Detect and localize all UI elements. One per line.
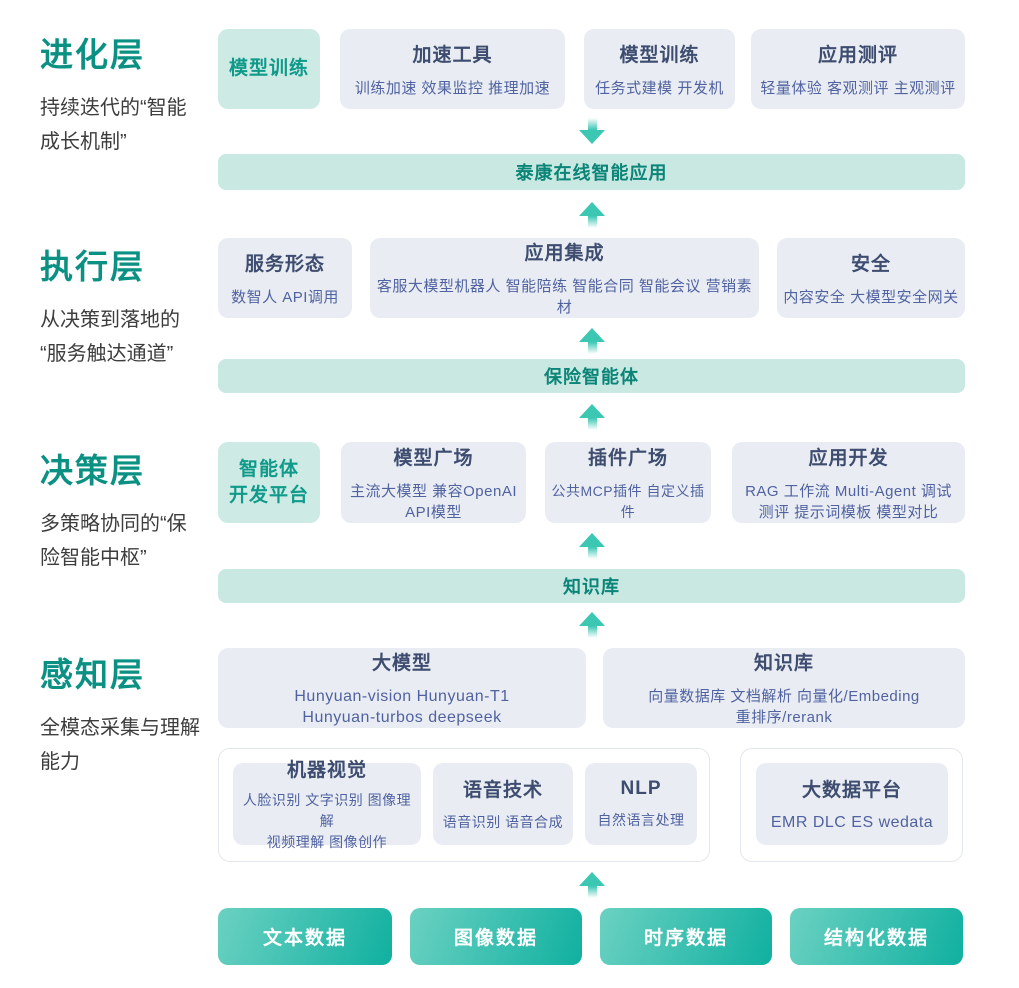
box-sub: 主流大模型 兼容OpenAI API模型 — [349, 482, 518, 521]
box-title: 应用集成 — [524, 243, 605, 264]
box-title: 模型广场 — [393, 447, 474, 469]
box-accel-tools: 加速工具 训练加速 效果监控 推理加速 — [340, 29, 565, 109]
layer-label-execution: 执行层 从决策到落地的 “服务触达通道” — [40, 240, 226, 371]
layer-label-decision: 决策层 多策略协同的“保 险智能中枢” — [40, 444, 226, 575]
box-title: NLP — [620, 777, 662, 799]
box-sub: EMR DLC ES wedata — [770, 814, 934, 831]
button-structured-data: 结构化数据 — [790, 908, 963, 965]
box-app-development: 应用开发 RAG 工作流 Multi-Agent 调试 测评 提示词模板 模型对… — [732, 442, 965, 523]
box-title: 知识库 — [753, 653, 814, 674]
layer-title: 感知层 — [40, 656, 145, 693]
box-title: 大模型 — [371, 653, 432, 674]
box-sub: 训练加速 效果监控 推理加速 — [354, 79, 551, 97]
box-sub: 语音识别 语音合成 — [442, 814, 564, 830]
box-model-training: 模型训练 任务式建模 开发机 — [584, 29, 735, 109]
flow-arrow-up — [579, 612, 605, 638]
banner-insurance-agent: 保险智能体 — [218, 359, 965, 393]
flow-arrow-up — [579, 533, 605, 559]
box-nlp: NLP 自然语言处理 — [585, 763, 697, 845]
box-title: 安全 — [850, 253, 891, 275]
box-title: 加速工具 — [412, 44, 493, 66]
box-title: 大数据平台 — [801, 780, 902, 801]
box-title: 应用开发 — [808, 447, 889, 469]
box-large-models: 大模型 Hunyuan-vision Hunyuan-T1 Hunyuan-tu… — [218, 648, 586, 728]
box-sub: RAG 工作流 Multi-Agent 调试 测评 提示词模板 模型对比 — [745, 482, 952, 521]
box-app-integration: 应用集成 客服大模型机器人 智能陪练 智能合同 智能会议 营销素材 — [370, 238, 759, 318]
box-title: 插件广场 — [587, 447, 668, 469]
layer-subtitle: 持续迭代的“智能 成长机制” — [40, 97, 187, 153]
box-model-training-feature: 模型训练 — [218, 29, 320, 109]
box-sub: 内容安全 大模型安全网关 — [783, 288, 959, 306]
flow-arrow-up — [579, 328, 605, 354]
box-agent-dev-platform: 智能体 开发平台 — [218, 442, 320, 523]
box-title: 机器视觉 — [286, 760, 367, 781]
box-sub: Hunyuan-vision Hunyuan-T1 Hunyuan-turbos… — [294, 688, 510, 726]
flow-arrow-up — [579, 404, 605, 430]
button-text-data: 文本数据 — [218, 908, 392, 965]
button-timeseries-data: 时序数据 — [600, 908, 772, 965]
box-machine-vision: 机器视觉 人脸识别 文字识别 图像理解 视频理解 图像创作 — [233, 760, 421, 850]
layer-subtitle: 多策略协同的“保 险智能中枢” — [40, 513, 187, 569]
layer-title: 决策层 — [40, 452, 145, 489]
box-sub: 轻量体验 客观测评 主观测评 — [760, 79, 956, 97]
box-title: 应用测评 — [817, 44, 898, 66]
flow-arrow-down — [579, 118, 605, 144]
flow-arrow-up — [579, 202, 605, 228]
box-model-plaza: 模型广场 主流大模型 兼容OpenAI API模型 — [341, 442, 526, 523]
box-sub: 客服大模型机器人 智能陪练 智能合同 智能会议 营销素材 — [376, 278, 753, 316]
layer-label-perception: 感知层 全模态采集与理解 能力 — [40, 648, 226, 779]
layer-subtitle: 全模态采集与理解 能力 — [40, 717, 200, 773]
banner-app: 泰康在线智能应用 — [218, 154, 965, 190]
layer-subtitle: 从决策到落地的 “服务触达通道” — [40, 309, 180, 365]
layer-title: 进化层 — [40, 36, 145, 73]
box-sub: 任务式建模 开发机 — [595, 79, 724, 97]
box-bigdata-platform: 大数据平台 EMR DLC ES wedata — [756, 763, 948, 845]
box-sub: 自然语言处理 — [597, 811, 685, 828]
flow-arrow-up — [579, 872, 605, 898]
box-title: 语音技术 — [462, 780, 543, 801]
box-security: 安全 内容安全 大模型安全网关 — [777, 238, 965, 318]
box-knowledge-base: 知识库 向量数据库 文档解析 向量化/Embeding 重排序/rerank — [603, 648, 965, 728]
button-image-data: 图像数据 — [410, 908, 582, 965]
banner-knowledge-base: 知识库 — [218, 569, 965, 603]
layer-title: 执行层 — [40, 248, 145, 285]
box-title: 服务形态 — [244, 253, 325, 275]
box-sub: 人脸识别 文字识别 图像理解 视频理解 图像创作 — [242, 792, 412, 850]
box-title: 模型训练 — [619, 44, 700, 66]
box-speech-tech: 语音技术 语音识别 语音合成 — [433, 763, 573, 845]
box-service-forms: 服务形态 数智人 API调用 — [218, 238, 352, 318]
box-sub: 向量数据库 文档解析 向量化/Embeding 重排序/rerank — [648, 688, 920, 726]
box-sub: 数智人 API调用 — [231, 288, 339, 306]
layer-label-evolution: 进化层 持续迭代的“智能 成长机制” — [40, 28, 226, 159]
box-plugin-plaza: 插件广场 公共MCP插件 自定义插件 — [545, 442, 711, 523]
box-sub: 公共MCP插件 自定义插件 — [551, 482, 705, 520]
box-app-evaluation: 应用测评 轻量体验 客观测评 主观测评 — [751, 29, 965, 109]
